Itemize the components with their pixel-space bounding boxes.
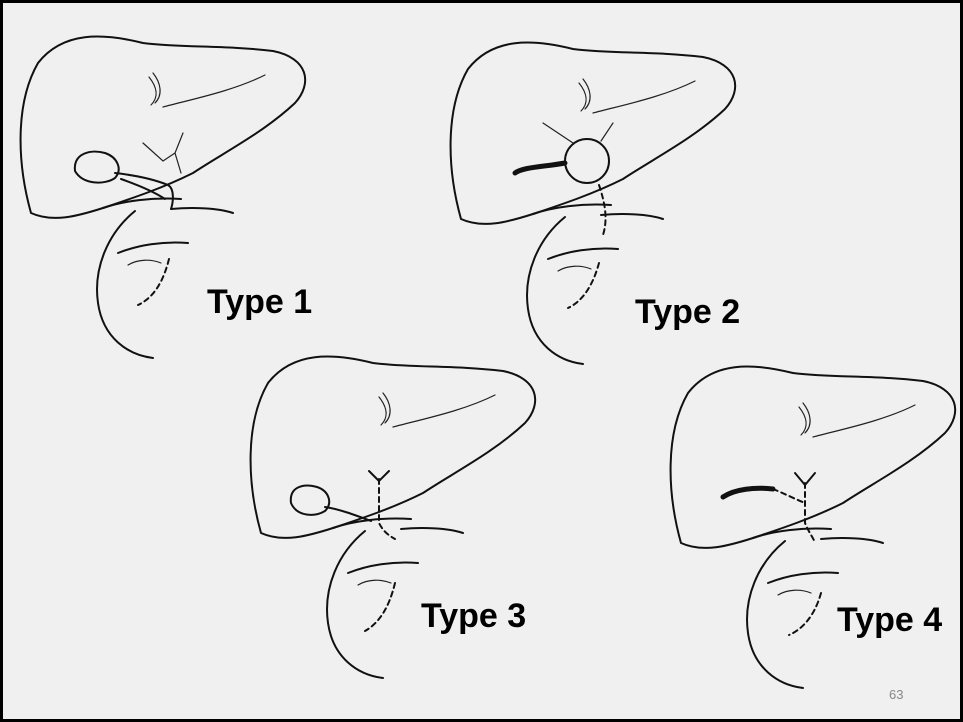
page-number: 63: [889, 687, 903, 702]
type4-label: Type 4: [837, 601, 942, 640]
type3-gallbladder: [291, 486, 329, 515]
type1-gallbladder: [75, 152, 119, 183]
type3-label: Type 3: [421, 597, 526, 636]
type2-cyst: [565, 139, 609, 183]
type2-label: Type 2: [635, 293, 740, 332]
type1-duct-dashed: [138, 259, 169, 305]
type4-duct-dashed: [805, 483, 815, 543]
type1-label: Type 1: [207, 283, 312, 322]
